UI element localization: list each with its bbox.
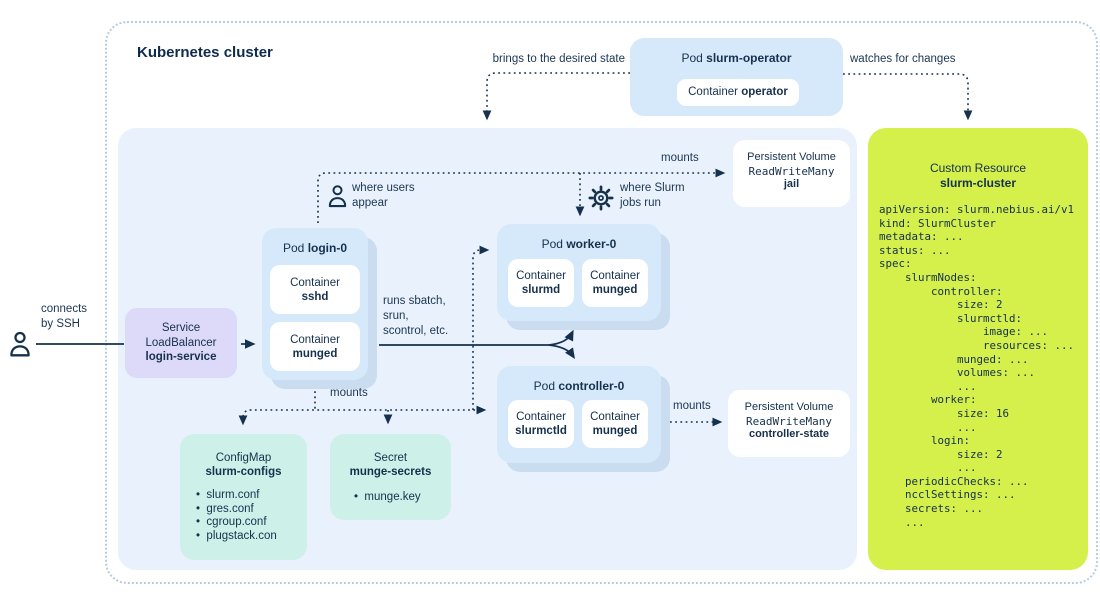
- pod-header: Pod controller-0: [533, 379, 625, 393]
- pv-access-mode: ReadWriteMany: [748, 164, 835, 178]
- pod-name: slurm-operator: [706, 51, 792, 65]
- pv-kind: Persistent Volume: [747, 151, 836, 163]
- service-kind: Service: [161, 322, 201, 335]
- configmap-items: slurm.conf gres.conf cgroup.conf plugsta…: [196, 489, 277, 544]
- container-sshd: Container sshd: [270, 265, 360, 314]
- mounts-controller-state-label: mounts: [673, 400, 711, 412]
- pod-header: Pod worker-0: [541, 237, 617, 251]
- custom-resource-box: [868, 128, 1088, 570]
- service-loadbalancer: Service LoadBalancer login-service: [125, 308, 237, 378]
- pv-name: jail: [783, 178, 800, 190]
- connects-by-ssh-label: connects by SSH: [41, 303, 88, 330]
- pv-name: controller-state: [748, 428, 830, 440]
- secret-munge-secrets: Secret munge-secrets: [330, 434, 451, 520]
- list-item: gres.conf: [196, 503, 277, 517]
- list-item: plugstack.con: [196, 530, 276, 544]
- list-item: slurm.conf: [196, 489, 277, 503]
- runs-commands-label: runs sbatch, srun, scontrol, etc.: [383, 295, 449, 337]
- service-name: login-service: [145, 351, 217, 364]
- container-slurmctld: Container slurmctld: [508, 400, 574, 448]
- brings-to-state-label: brings to the desired state: [492, 53, 625, 65]
- container-kind: Container: [688, 86, 738, 98]
- container-munged: Container munged: [582, 259, 648, 307]
- person-icon: [328, 185, 347, 208]
- where-slurm-jobs-run-label: where Slurm jobs run: [620, 182, 685, 209]
- where-users-appear-label: where users appear: [352, 182, 415, 209]
- secret-name: munge-secrets: [349, 466, 432, 478]
- container-munged: Container munged: [582, 400, 648, 448]
- custom-resource-name: slurm-cluster: [939, 176, 1017, 190]
- kubernetes-cluster-boundary: [105, 21, 1098, 584]
- pv-kind: Persistent Volume: [744, 401, 834, 413]
- watches-for-changes-label: watches for changes: [850, 53, 956, 65]
- pv-access-mode: ReadWriteMany: [745, 414, 833, 428]
- custom-resource-yaml: apiVersion: slurm.nebius.ai/v1 kind: Slu…: [879, 203, 1075, 529]
- persistent-volume-jail: Persistent Volume ReadWriteMany jail: [733, 140, 850, 207]
- service-subtype: LoadBalancer: [145, 336, 217, 349]
- container-munged: Container munged: [270, 322, 360, 371]
- mounts-jail-label: mounts: [661, 152, 699, 164]
- custom-resource-kind: Custom Resource: [929, 161, 1027, 175]
- container-slurmd: Container slurmd: [508, 259, 574, 307]
- configmap-name: slurm-configs: [205, 466, 282, 478]
- list-item: munge.key: [354, 491, 420, 505]
- person-icon: [10, 331, 30, 357]
- pod-header: Pod login-0: [282, 241, 348, 255]
- container-name: operator: [741, 86, 788, 98]
- container-operator: Container operator: [677, 79, 799, 106]
- custom-resource-title: Custom Resource slurm-cluster: [868, 161, 1088, 191]
- cluster-title: Kubernetes cluster: [137, 44, 273, 61]
- configmap-kind: ConfigMap: [215, 452, 272, 464]
- mounts-configs-label: mounts: [330, 387, 368, 399]
- pod-kind: Pod: [681, 51, 703, 65]
- list-item: cgroup.conf: [196, 516, 277, 530]
- secret-kind: Secret: [373, 452, 408, 464]
- gear-icon: [588, 185, 614, 211]
- secret-items: munge.key: [354, 491, 420, 505]
- persistent-volume-controller-state: Persistent Volume ReadWriteMany controll…: [728, 390, 850, 457]
